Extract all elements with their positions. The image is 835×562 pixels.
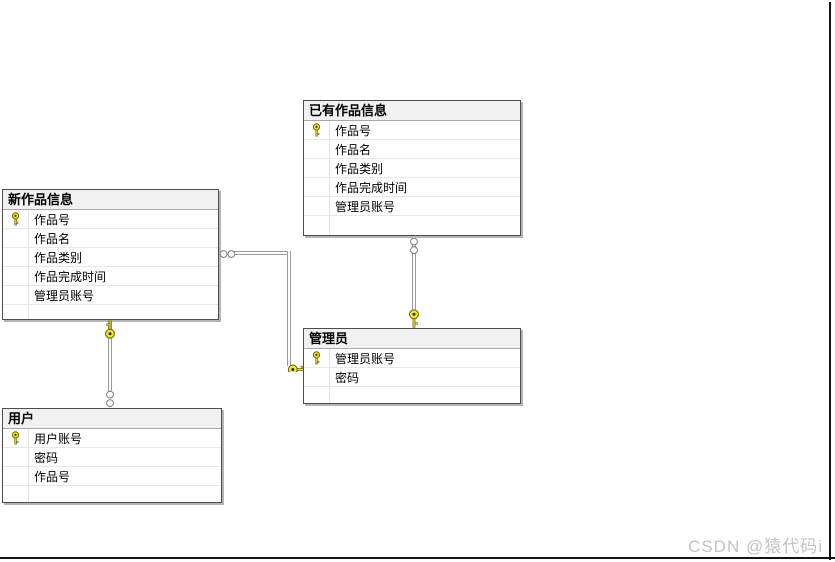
column-row-admin[interactable]: 管理员账号	[304, 349, 520, 368]
key-cell-empty	[304, 387, 330, 403]
column-row-user[interactable]: 密码	[3, 448, 221, 467]
column-name: 密码	[335, 370, 360, 385]
column-name: 管理员账号	[34, 288, 95, 303]
key-cell-empty	[304, 140, 330, 158]
column-row-user[interactable]: 用户账号	[3, 429, 221, 448]
table-title[interactable]: 新作品信息	[3, 190, 218, 210]
column-row-new-works[interactable]: 作品名	[3, 229, 218, 248]
column-name: 作品号	[335, 123, 372, 138]
table-admin[interactable]: 管理员管理员账号密码	[303, 328, 521, 404]
key-cell-empty	[304, 178, 330, 196]
key-cell-empty	[3, 267, 29, 285]
column-row-admin[interactable]: 密码	[304, 368, 520, 387]
column-name: 作品号	[34, 212, 71, 227]
table-title[interactable]: 用户	[3, 409, 221, 429]
screenshot-bottom-border	[0, 557, 835, 559]
column-row-user[interactable]: 作品号	[3, 467, 221, 486]
table-body: 管理员账号密码	[304, 349, 520, 403]
primary-key-icon	[3, 210, 29, 228]
key-cell-empty	[304, 197, 330, 215]
column-row-existing-works[interactable]: 作品号	[304, 121, 520, 140]
key-cell-empty	[3, 448, 29, 466]
table-empty-area	[304, 216, 520, 235]
key-cell-empty	[304, 159, 330, 177]
key-cell-empty	[3, 286, 29, 304]
many-end-infinity-icon	[409, 237, 419, 255]
column-row-new-works[interactable]: 管理员账号	[3, 286, 218, 305]
csdn-watermark: CSDN @猿代码i	[688, 537, 823, 556]
column-row-existing-works[interactable]: 管理员账号	[304, 197, 520, 216]
column-name: 作品名	[335, 142, 372, 157]
table-existing-works[interactable]: 已有作品信息作品号作品名作品类别作品完成时间管理员账号	[303, 100, 521, 236]
table-empty-area	[3, 305, 218, 319]
column-name: 管理员账号	[335, 351, 396, 366]
relationship-line-user-new-works[interactable]	[108, 320, 112, 391]
table-title[interactable]: 已有作品信息	[304, 101, 520, 121]
key-cell-empty	[304, 368, 330, 386]
relationship-line-new-works-admin[interactable]	[287, 251, 291, 366]
column-row-new-works[interactable]: 作品类别	[3, 248, 218, 267]
column-name: 作品类别	[34, 250, 83, 265]
key-cell-empty	[3, 467, 29, 485]
one-end-key-icon	[104, 320, 116, 339]
key-cell-empty	[3, 305, 29, 319]
key-cell-empty	[3, 248, 29, 266]
many-end-infinity-icon	[219, 249, 236, 259]
column-row-new-works[interactable]: 作品号	[3, 210, 218, 229]
table-empty-area	[304, 387, 520, 403]
column-name: 作品类别	[335, 161, 384, 176]
key-cell-empty	[3, 229, 29, 247]
table-new-works[interactable]: 新作品信息作品号作品名作品类别作品完成时间管理员账号	[2, 189, 219, 320]
table-body: 作品号作品名作品类别作品完成时间管理员账号	[304, 121, 520, 235]
column-name: 用户账号	[34, 431, 83, 446]
primary-key-icon	[3, 429, 29, 447]
column-row-existing-works[interactable]: 作品完成时间	[304, 178, 520, 197]
column-name: 管理员账号	[335, 199, 396, 214]
column-row-existing-works[interactable]: 作品名	[304, 140, 520, 159]
one-end-key-icon	[408, 309, 420, 328]
many-end-infinity-icon	[105, 390, 115, 408]
key-cell-empty	[304, 216, 330, 235]
key-cell-empty	[3, 486, 29, 502]
column-name: 作品完成时间	[335, 180, 408, 195]
screenshot-right-border	[829, 2, 831, 560]
table-user[interactable]: 用户用户账号密码作品号	[2, 408, 222, 503]
relationship-line-existing-works-admin[interactable]	[412, 237, 416, 313]
one-end-key-icon	[284, 360, 307, 375]
table-empty-area	[3, 486, 221, 502]
table-body: 作品号作品名作品类别作品完成时间管理员账号	[3, 210, 218, 319]
column-row-existing-works[interactable]: 作品类别	[304, 159, 520, 178]
primary-key-icon	[304, 349, 330, 367]
table-body: 用户账号密码作品号	[3, 429, 221, 502]
column-row-new-works[interactable]: 作品完成时间	[3, 267, 218, 286]
column-name: 作品完成时间	[34, 269, 107, 284]
table-title[interactable]: 管理员	[304, 329, 520, 349]
relationship-line-new-works-admin[interactable]	[233, 251, 291, 255]
column-name: 作品名	[34, 231, 71, 246]
column-name: 作品号	[34, 469, 71, 484]
primary-key-icon	[304, 121, 330, 139]
column-name: 密码	[34, 450, 59, 465]
